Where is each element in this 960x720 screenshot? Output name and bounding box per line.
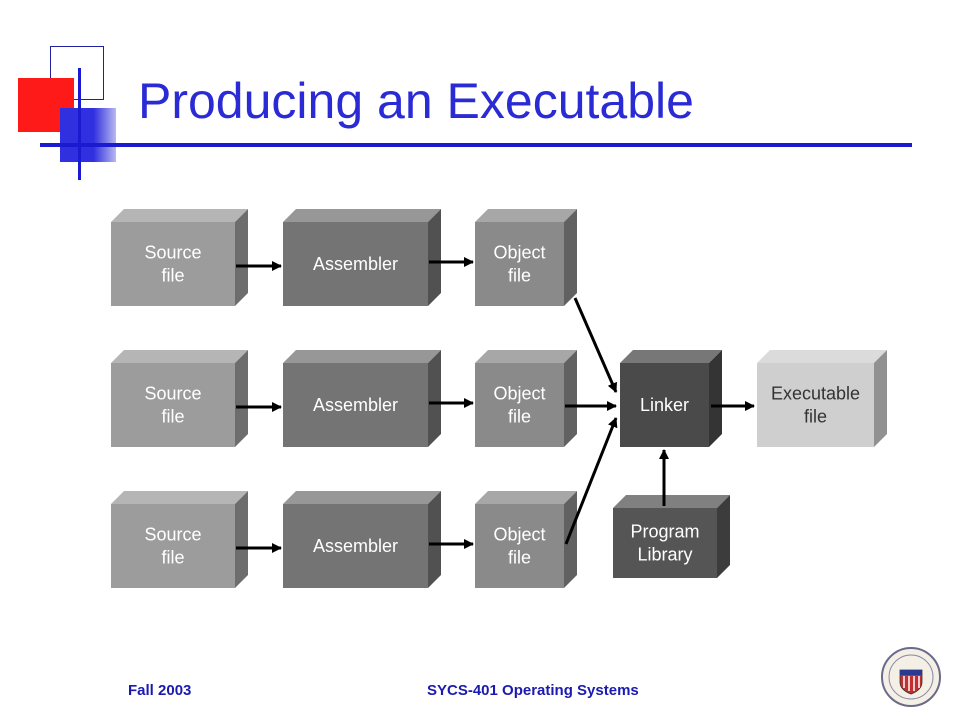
page-title: Producing an Executable [138, 73, 694, 129]
deco-vertical-line [78, 68, 81, 180]
arrow-object3-linker [564, 417, 618, 545]
linker-box: Linker [620, 350, 722, 447]
title-rule [40, 143, 912, 147]
footer-course: SYCS-401 Operating Systems [427, 682, 639, 699]
assembler-box-2-label: Assembler [313, 395, 398, 415]
assembler-box-3-label: Assembler [313, 536, 398, 556]
assembler-box-1-label: Assembler [313, 254, 398, 274]
university-seal-icon [881, 647, 941, 707]
assembler-box-1: Assembler [283, 209, 441, 306]
assembler-box-3: Assembler [283, 491, 441, 588]
assembler-box-2: Assembler [283, 350, 441, 447]
deco-blue-square [60, 108, 116, 162]
linker-box-label: Linker [640, 395, 689, 415]
deco-outline-square [50, 46, 104, 100]
footer-date: Fall 2003 [128, 682, 192, 699]
arrow-object1-linker [573, 297, 618, 393]
